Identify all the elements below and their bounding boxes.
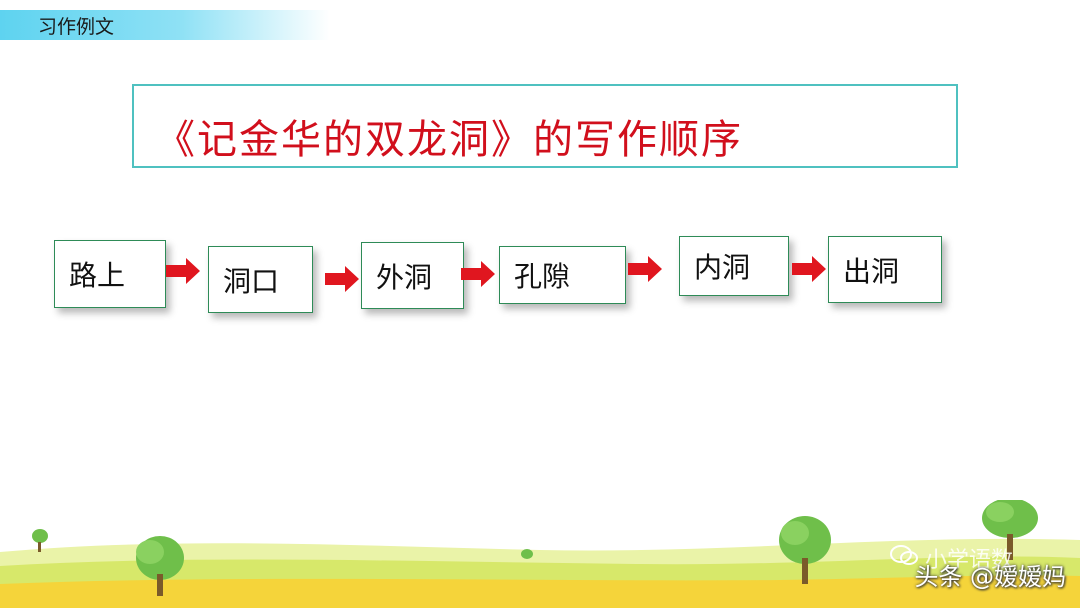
step-box-5: 内洞 bbox=[679, 236, 789, 296]
step-box-2: 洞口 bbox=[208, 246, 313, 313]
header-label: 习作例文 bbox=[38, 16, 115, 38]
right-arrow-icon bbox=[461, 261, 495, 287]
header-bar bbox=[0, 10, 330, 40]
meadow-scenery bbox=[0, 500, 1080, 608]
step-box-6: 出洞 bbox=[828, 236, 942, 303]
watermark-channel: 小学语数 bbox=[925, 548, 1014, 573]
watermark-byline: 头条 @嫒嫒妈 bbox=[914, 563, 1066, 591]
step-box-1: 路上 bbox=[54, 240, 166, 308]
step-label: 外洞 bbox=[376, 260, 433, 294]
step-label: 出洞 bbox=[843, 254, 900, 288]
title-box bbox=[132, 84, 958, 168]
page-title: 《记金华的双龙洞》的写作顺序 bbox=[155, 117, 743, 163]
step-box-3: 外洞 bbox=[361, 242, 464, 309]
right-arrow-icon bbox=[166, 258, 200, 284]
right-arrow-icon bbox=[792, 256, 826, 282]
right-arrow-icon bbox=[325, 266, 359, 292]
step-label: 洞口 bbox=[223, 264, 280, 298]
step-box-4: 孔隙 bbox=[499, 246, 626, 304]
step-label: 内洞 bbox=[694, 251, 751, 284]
wechat-icon bbox=[890, 545, 918, 565]
step-label: 路上 bbox=[69, 259, 126, 292]
right-arrow-icon bbox=[628, 256, 662, 282]
step-label: 孔隙 bbox=[514, 260, 571, 293]
